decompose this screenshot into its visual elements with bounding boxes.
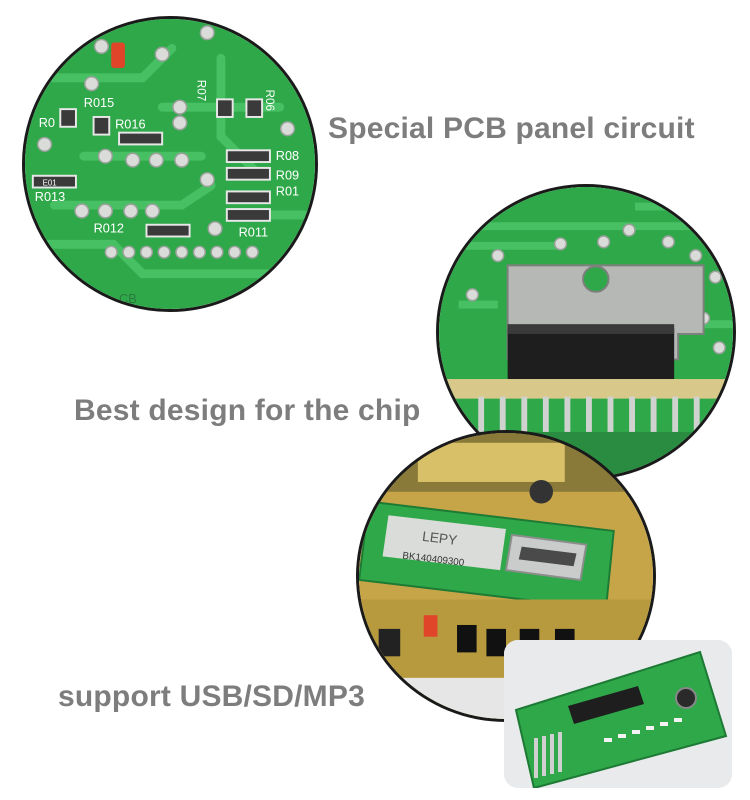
pcb-panel-caption: Special PCB panel circuit (328, 112, 695, 145)
module-inset-illustration (504, 640, 732, 788)
label-r01: R01 (276, 183, 299, 198)
label-e01: E01 (43, 179, 57, 188)
label-r10: R0 (39, 115, 55, 130)
label-r06: R06 (263, 90, 276, 112)
pcb-closeup-illustration: R015 R016 R013 R012 R08 R09 R01 R011 R0 … (25, 19, 315, 309)
label-r09: R09 (276, 168, 299, 183)
label-r012: R012 (94, 221, 124, 236)
chip-design-caption: Best design for the chip (74, 394, 421, 427)
chip-closeup-illustration (439, 187, 733, 477)
formats-caption: support USB/SD/MP3 (58, 680, 365, 713)
label-r07: R07 (194, 80, 207, 102)
label-r013: R013 (35, 189, 65, 204)
label-r011: R011 (239, 225, 268, 240)
chip-closeup-photo (436, 184, 736, 480)
label-r015: R015 (84, 95, 114, 110)
label-r08: R08 (276, 148, 299, 163)
label-r016: R016 (115, 117, 145, 132)
pcb-closeup-photo: R015 R016 R013 R012 R08 R09 R01 R011 R0 … (22, 16, 318, 312)
module-brand-label: LEPY (421, 529, 458, 548)
label-pcb-mark: CB (119, 291, 137, 306)
module-inset-photo (504, 640, 732, 788)
